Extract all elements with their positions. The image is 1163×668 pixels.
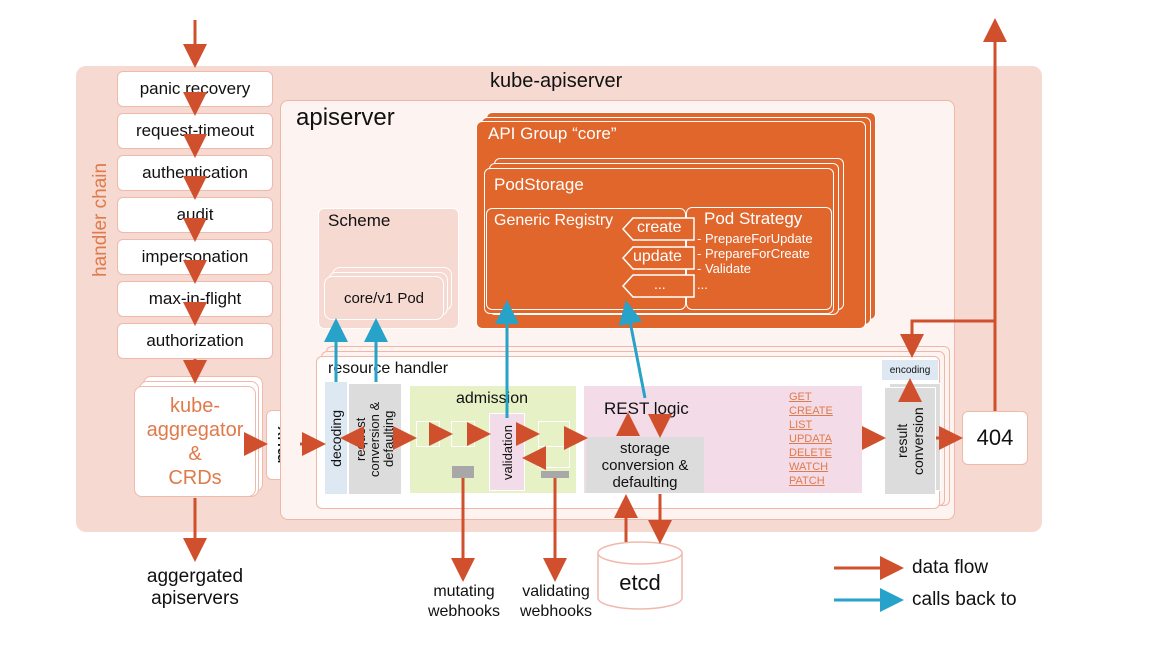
legend-data-flow-label: data flow [912, 557, 989, 578]
arrow-404-up [900, 319, 997, 411]
admission-title: admission [456, 390, 529, 407]
podstorage-title: PodStorage [494, 175, 584, 194]
aggregated-apiservers-label: aggergated apiservers [133, 566, 257, 610]
aggregator-box: kube- aggregator & CRDs [134, 386, 256, 497]
aggregator-line-4: CRDs [168, 466, 222, 489]
verb-patch: PATCH [789, 475, 825, 487]
mutating-line-1: mutating [433, 583, 495, 600]
pod-strategy-title: Pod Strategy [704, 209, 803, 228]
encoding-box: encoding [882, 360, 938, 380]
storage-conversion-line-2: conversion & [601, 456, 689, 474]
mutating-webhook-marker [452, 466, 474, 478]
verb-tag-update-label: update [633, 248, 682, 265]
verb-list: LIST [789, 419, 813, 431]
aggregator-line-2: aggregator [146, 418, 244, 441]
generic-registry-title: Generic Registry [494, 212, 614, 229]
verb-tag-more-label: ... [654, 276, 666, 292]
not-found-box: 404 [962, 411, 1028, 465]
pod-strategy-item-3: - Validate [697, 261, 751, 276]
verb-tag-create [621, 217, 695, 241]
mutating-line-2: webhooks [427, 603, 501, 620]
pod-strategy-item-1: - PrepareForUpdate [697, 231, 813, 246]
aggregated-line-2: apiservers [151, 588, 239, 609]
pod-strategy-item-2: - PrepareForCreate [697, 246, 810, 261]
decoding-box: decoding [325, 382, 347, 494]
verb-tag-update [621, 246, 695, 270]
aggregator-line-3: & [188, 442, 202, 465]
verb-create: CREATE [789, 405, 833, 417]
verb-updata: UPDATA [789, 433, 832, 445]
validating-line-1: validating [522, 583, 590, 600]
aggregator-line-1: kube- [169, 394, 221, 417]
validating-line-2: webhooks [519, 603, 593, 620]
verb-tag-create-label: create [637, 219, 682, 236]
handler-authorization: authorization [117, 323, 273, 359]
verb-watch: WATCH [789, 461, 829, 473]
apiserver-title: apiserver [296, 104, 395, 131]
handler-authentication: authentication [117, 155, 273, 191]
verb-delete: DELETE [789, 447, 832, 459]
validating-webhook-marker [541, 471, 569, 478]
scheme-core-v1-pod: core/v1 Pod [324, 276, 444, 320]
aggregated-line-1: aggergated [146, 566, 244, 587]
verb-get: GET [789, 391, 812, 403]
etcd-label: etcd [619, 570, 661, 595]
resource-handler-title: resource handler [328, 360, 449, 377]
api-group-title: API Group “core” [488, 124, 617, 143]
etcd-cylinder [597, 541, 683, 610]
storage-conversion-line-1: storage [619, 439, 671, 457]
result-conversion-box: result conversion [884, 387, 936, 495]
legend-calls-back-label: calls back to [912, 589, 1017, 610]
storage-conversion-box: storage conversion & defaulting [586, 437, 704, 493]
scheme-title: Scheme [328, 211, 391, 230]
verb-tag-more [621, 274, 695, 298]
storage-conversion-line-3: defaulting [612, 473, 678, 491]
kube-apiserver-title: kube-apiserver [490, 70, 623, 92]
mutating-webhooks-label: mutating webhooks [419, 582, 509, 622]
verbs-list: GET CREATE LIST UPDATA DELETE WATCH PATC… [789, 390, 833, 488]
pod-strategy-item-4: ... [697, 277, 708, 292]
validating-webhooks-label: validating webhooks [510, 582, 602, 622]
